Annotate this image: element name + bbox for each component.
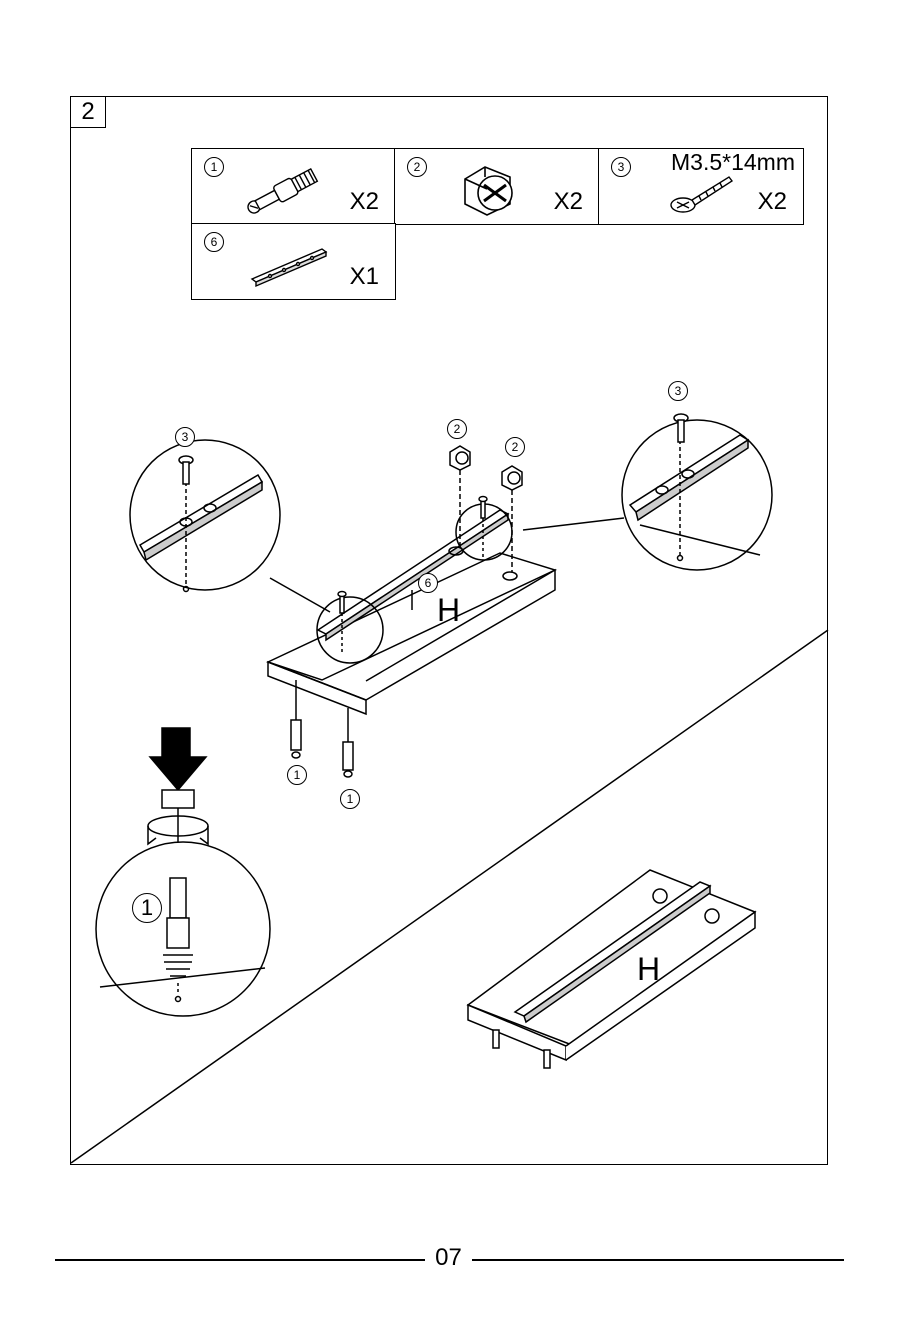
- callout-bolt-a: 1: [287, 765, 307, 785]
- footer-rule-right: [472, 1259, 844, 1261]
- panel-lower: [468, 870, 755, 1068]
- callout-bolt-detail: 1: [132, 893, 162, 923]
- callout-cam-lock-a: 2: [447, 419, 467, 439]
- callout-bolt-b: 1: [340, 789, 360, 809]
- callout-cam-lock-b: 2: [505, 437, 525, 457]
- panel-label-lower: H: [637, 951, 660, 988]
- panel-label-upper: H: [437, 592, 460, 629]
- footer-rule-left: [55, 1259, 425, 1261]
- callout-rail: 6: [418, 573, 438, 593]
- bolt-insertion-detail: [96, 728, 270, 1016]
- callout-screw-left: 3: [175, 427, 195, 447]
- callout-screw-right: 3: [668, 381, 688, 401]
- page-number: 07: [425, 1244, 472, 1272]
